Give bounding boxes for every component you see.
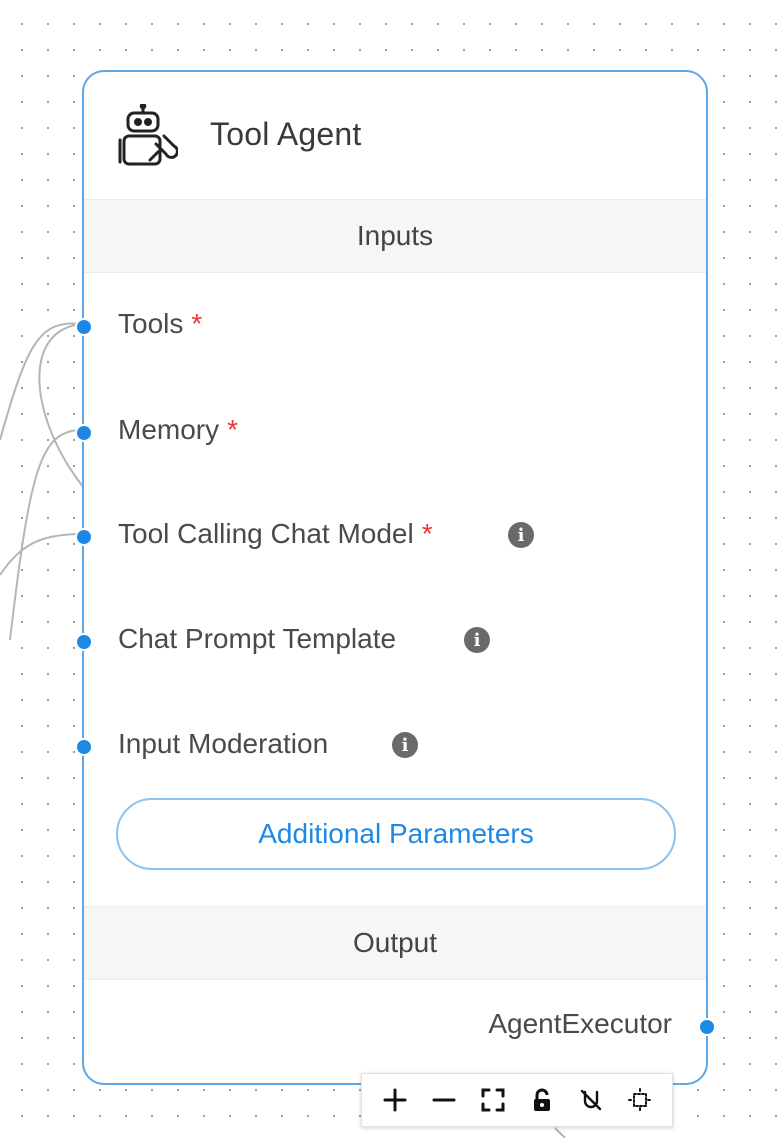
output-section-header: Output <box>84 906 706 980</box>
input-param-input-moderation: Input Moderation i <box>75 722 706 772</box>
additional-parameters-button[interactable]: Additional Parameters <box>116 798 676 870</box>
node-title: Tool Agent <box>210 116 362 152</box>
edge-tools-a <box>0 322 83 441</box>
lock-icon <box>533 1088 550 1111</box>
zoom-in-button[interactable] <box>378 1083 412 1117</box>
info-icon[interactable]: i <box>508 522 534 548</box>
info-icon[interactable]: i <box>392 732 418 758</box>
output-param-agent-executor: AgentExecutor <box>84 1002 716 1052</box>
cleanup-icon <box>627 1088 652 1112</box>
zoom-in-icon <box>383 1088 406 1112</box>
param-label: Chat Prompt Template <box>118 623 397 654</box>
input-handle-moderation[interactable] <box>75 738 93 756</box>
required-marker: * <box>227 414 239 445</box>
input-handle-tools[interactable] <box>75 318 93 336</box>
param-label: Input Moderation <box>118 728 329 759</box>
input-handle-memory[interactable] <box>75 424 93 442</box>
info-icon[interactable]: i <box>464 627 490 653</box>
param-label: Tools <box>118 308 184 339</box>
snap-grid-button[interactable] <box>574 1083 608 1117</box>
edge-memory <box>9 429 83 641</box>
node-header: Tool Agent <box>84 72 706 200</box>
edge-chatmodel <box>0 533 83 576</box>
cleanup-button[interactable] <box>623 1083 657 1117</box>
canvas-controls-toolbar <box>361 1073 673 1127</box>
snap-grid-off-icon <box>580 1089 601 1111</box>
zoom-out-button[interactable] <box>427 1083 461 1117</box>
output-handle[interactable] <box>698 1018 716 1036</box>
input-handle-chat-model[interactable] <box>75 528 93 546</box>
edge-tools-b <box>38 323 85 489</box>
lock-button[interactable] <box>525 1083 559 1117</box>
inputs-section-header: Inputs <box>84 199 706 273</box>
robot-wrench-icon <box>118 104 178 166</box>
zoom-out-icon <box>432 1098 455 1102</box>
param-label: Memory <box>118 414 220 445</box>
input-param-chat-prompt-template: Chat Prompt Template i <box>75 617 706 667</box>
input-handle-prompt-template[interactable] <box>75 633 93 651</box>
edge-bottom <box>554 1127 566 1138</box>
required-marker: * <box>191 308 203 339</box>
fit-view-button[interactable] <box>476 1083 510 1117</box>
input-param-memory: Memory* <box>75 408 706 458</box>
param-label: Tool Calling Chat Model <box>118 518 414 549</box>
fit-view-icon <box>481 1088 504 1112</box>
input-param-tool-calling-chat-model: Tool Calling Chat Model* i <box>75 512 706 562</box>
required-marker: * <box>421 518 433 549</box>
tool-agent-node[interactable]: Tool Agent Inputs Tools* Memory* Tool Ca… <box>75 70 716 1085</box>
output-label: AgentExecutor <box>488 1008 672 1039</box>
input-param-tools: Tools* <box>75 302 706 352</box>
